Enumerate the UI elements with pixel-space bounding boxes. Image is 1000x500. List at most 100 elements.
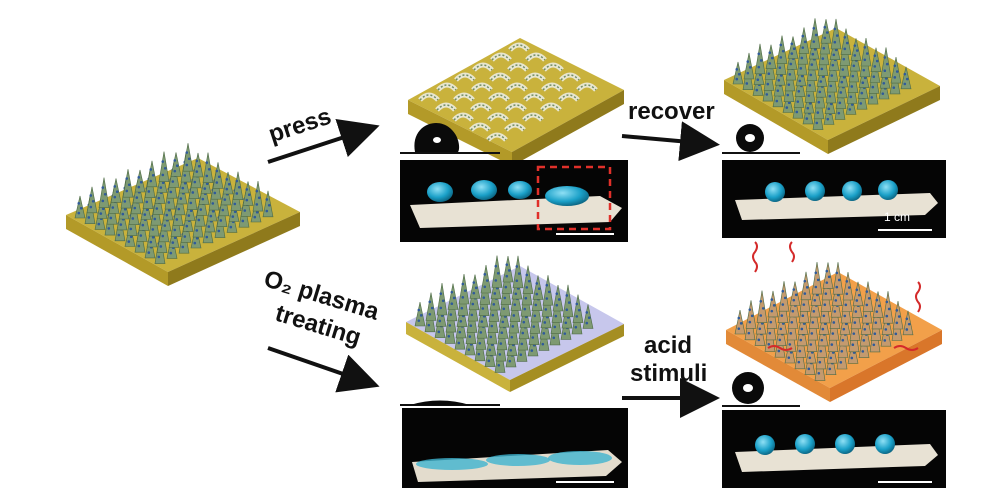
particle	[167, 201, 171, 204]
particle	[779, 43, 783, 47]
particle	[151, 235, 155, 239]
particle	[882, 82, 886, 85]
particle	[520, 342, 524, 346]
particle	[585, 311, 589, 314]
particle	[477, 352, 481, 356]
particle	[813, 298, 817, 302]
particle	[515, 265, 519, 268]
particle	[849, 95, 853, 99]
particle	[535, 292, 539, 296]
wave-icon	[915, 281, 921, 313]
particle	[547, 290, 551, 294]
label-acid: acid	[644, 332, 693, 359]
particle	[893, 76, 897, 79]
particle	[781, 49, 785, 53]
label-stimuli: stimuli	[630, 360, 708, 387]
particle	[205, 161, 209, 164]
particle	[842, 327, 846, 331]
particle	[840, 80, 844, 84]
particle	[267, 203, 271, 207]
cone	[900, 66, 912, 90]
particle	[89, 205, 93, 209]
particle	[883, 69, 887, 73]
particle	[833, 40, 837, 44]
cone	[754, 43, 766, 75]
cone	[892, 300, 904, 330]
particle	[169, 190, 173, 194]
particle	[825, 31, 829, 34]
particle	[567, 301, 571, 304]
particle	[79, 206, 83, 210]
particle	[199, 208, 203, 211]
particle	[265, 198, 269, 201]
collapsed-pillar-dots	[491, 54, 511, 61]
particle	[215, 169, 219, 173]
cone	[562, 284, 574, 318]
particle	[195, 236, 199, 240]
particle	[765, 93, 769, 96]
particle	[225, 187, 229, 191]
particle	[820, 67, 824, 71]
particle	[534, 303, 538, 307]
particle	[768, 51, 772, 54]
particle	[746, 60, 750, 63]
particle	[137, 185, 141, 189]
particle	[181, 245, 185, 249]
droplet-icon	[842, 181, 862, 201]
particle	[747, 331, 751, 335]
particle	[233, 202, 237, 206]
contact-angle-droplet-icon	[722, 372, 800, 407]
particle	[803, 292, 807, 295]
particle	[855, 49, 859, 52]
particle	[450, 302, 454, 306]
particle	[101, 207, 105, 211]
particle	[209, 214, 213, 218]
collapsed-pillar-dots	[507, 84, 527, 91]
particle	[417, 308, 421, 312]
particle	[770, 56, 774, 60]
particle	[884, 328, 888, 331]
cone	[242, 181, 254, 206]
particle	[482, 296, 486, 299]
particle	[748, 308, 752, 311]
particle	[775, 99, 779, 103]
particle	[797, 89, 801, 93]
particle	[859, 102, 863, 105]
particle	[897, 315, 901, 318]
collapsed-pillar-dots	[509, 44, 529, 51]
particle	[565, 294, 569, 297]
particle	[834, 48, 838, 52]
particle	[161, 173, 165, 177]
particle	[805, 286, 809, 289]
particle	[839, 91, 843, 94]
particle	[189, 209, 193, 213]
particle	[823, 25, 827, 29]
particle	[826, 117, 830, 121]
particle	[183, 174, 187, 177]
particle	[543, 321, 547, 324]
particle	[265, 209, 269, 213]
particle	[89, 194, 93, 197]
particle	[812, 27, 816, 30]
particle	[545, 283, 549, 287]
particle	[835, 285, 839, 289]
particle	[885, 314, 889, 318]
particle	[750, 314, 754, 318]
particle	[470, 313, 474, 317]
particle	[850, 356, 854, 360]
particle	[759, 314, 763, 317]
acid-substrate	[726, 241, 942, 402]
particle	[791, 309, 795, 313]
particle	[137, 176, 141, 179]
particle	[494, 264, 498, 268]
particle	[853, 54, 857, 57]
particle	[469, 324, 473, 328]
particle	[810, 63, 814, 66]
particle	[789, 62, 793, 66]
collapsed-pillar-dots	[505, 124, 525, 131]
particle	[452, 296, 456, 300]
particle	[527, 279, 531, 283]
particle	[862, 68, 866, 72]
particle	[483, 285, 487, 289]
